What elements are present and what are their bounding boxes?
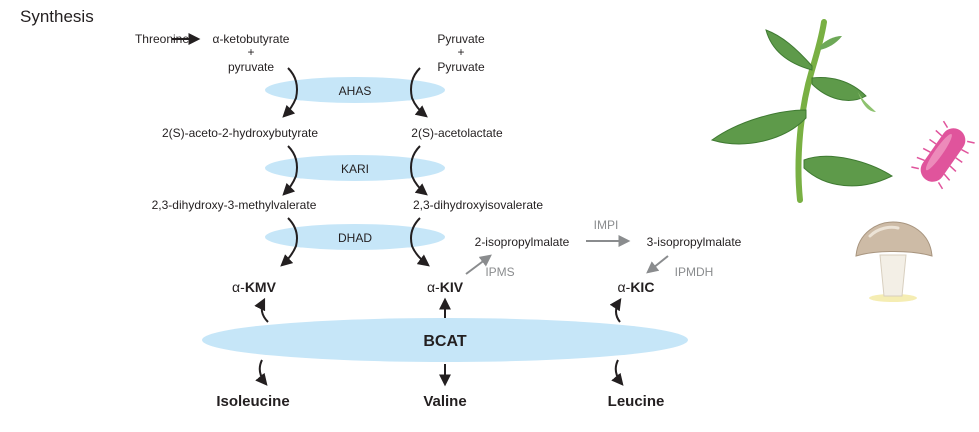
bcat-ellipse	[202, 318, 688, 362]
bcat-kmv-arrow	[254, 297, 269, 323]
plant-icon	[710, 19, 894, 203]
ipmdh-arrow	[646, 255, 669, 274]
kari-left-arrow	[282, 145, 298, 196]
plus-right: +	[457, 45, 464, 59]
enzyme-ipmdh: IPMDH	[675, 265, 714, 279]
leucine-label: Leucine	[608, 393, 665, 410]
isoleucine-label: Isoleucine	[216, 393, 289, 410]
enzyme-ipms: IPMS	[485, 265, 514, 279]
acetohydroxybutyrate-label: 2(S)-aceto-2-hydroxybutyrate	[162, 126, 318, 140]
ahas-ellipse	[265, 77, 445, 103]
kic-label: α-KIC	[618, 279, 655, 295]
pyruvate-right-top-label: Pyruvate	[437, 32, 485, 46]
bcat-isoleucine-arrow	[255, 359, 268, 386]
enzyme-bcat: BCAT	[423, 333, 466, 350]
ketobutyrate-label: α-ketobutyrate	[213, 32, 290, 46]
mushroom-icon	[855, 221, 933, 302]
valine-label: Valine	[423, 393, 466, 410]
enzyme-impi: IMPI	[594, 218, 619, 232]
enzyme-dhad: DHAD	[338, 231, 372, 245]
bcat-kic-arrow	[609, 298, 622, 323]
pyruvate-left-label: pyruvate	[228, 60, 274, 74]
dihydroxy-methylvalerate-label: 2,3-dihydroxy-3-methylvalerate	[152, 198, 317, 212]
plus-left: +	[247, 45, 254, 59]
enzyme-ahas: AHAS	[339, 84, 372, 98]
bcat-leucine-arrow	[611, 359, 624, 386]
pyruvate-right-bottom-label: Pyruvate	[437, 60, 485, 74]
ahas-left-arrow	[282, 67, 298, 118]
enzyme-kari: KARI	[341, 162, 369, 176]
kari-right-arrow	[410, 145, 428, 196]
dhad-ellipse	[265, 224, 445, 250]
diagram-title: Synthesis	[20, 7, 94, 26]
bacterium-icon	[911, 120, 975, 190]
isopropylmalate-3-label: 3-isopropylmalate	[647, 235, 742, 249]
dihydroxyisovalerate-label: 2,3-dihydroxyisovalerate	[413, 198, 543, 212]
dhad-right-arrow	[410, 217, 430, 267]
ahas-right-arrow	[410, 67, 428, 118]
kari-ellipse	[265, 155, 445, 181]
threonine-label: Threonine	[135, 32, 189, 46]
kmv-label: α-KMV	[232, 279, 277, 295]
isopropylmalate-2-label: 2-isopropylmalate	[475, 235, 570, 249]
ipms-arrow	[465, 254, 492, 275]
dhad-left-arrow	[280, 217, 298, 267]
kiv-label: α-KIV	[427, 279, 464, 295]
acetolactate-label: 2(S)-acetolactate	[411, 126, 503, 140]
